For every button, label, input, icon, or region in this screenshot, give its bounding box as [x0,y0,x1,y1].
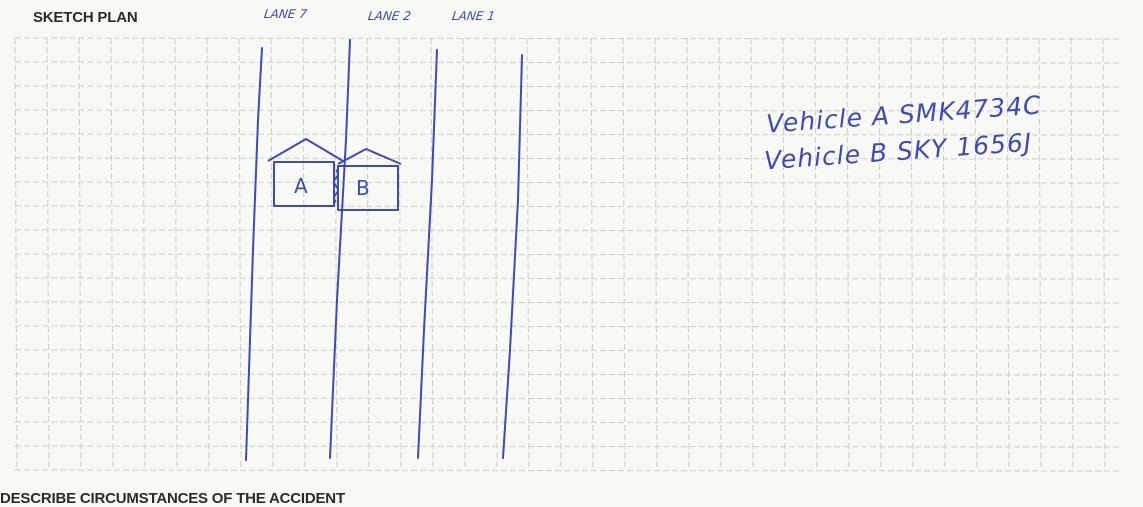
vehicle-b-label: B [356,176,370,200]
circumstances-heading: DESCRIBE CIRCUMSTANCES OF THE ACCIDENT [0,490,345,507]
vehicle-a-arrow [268,139,343,161]
vehicle-a-label: A [294,174,308,198]
vehicle-b-arrow [338,149,401,164]
